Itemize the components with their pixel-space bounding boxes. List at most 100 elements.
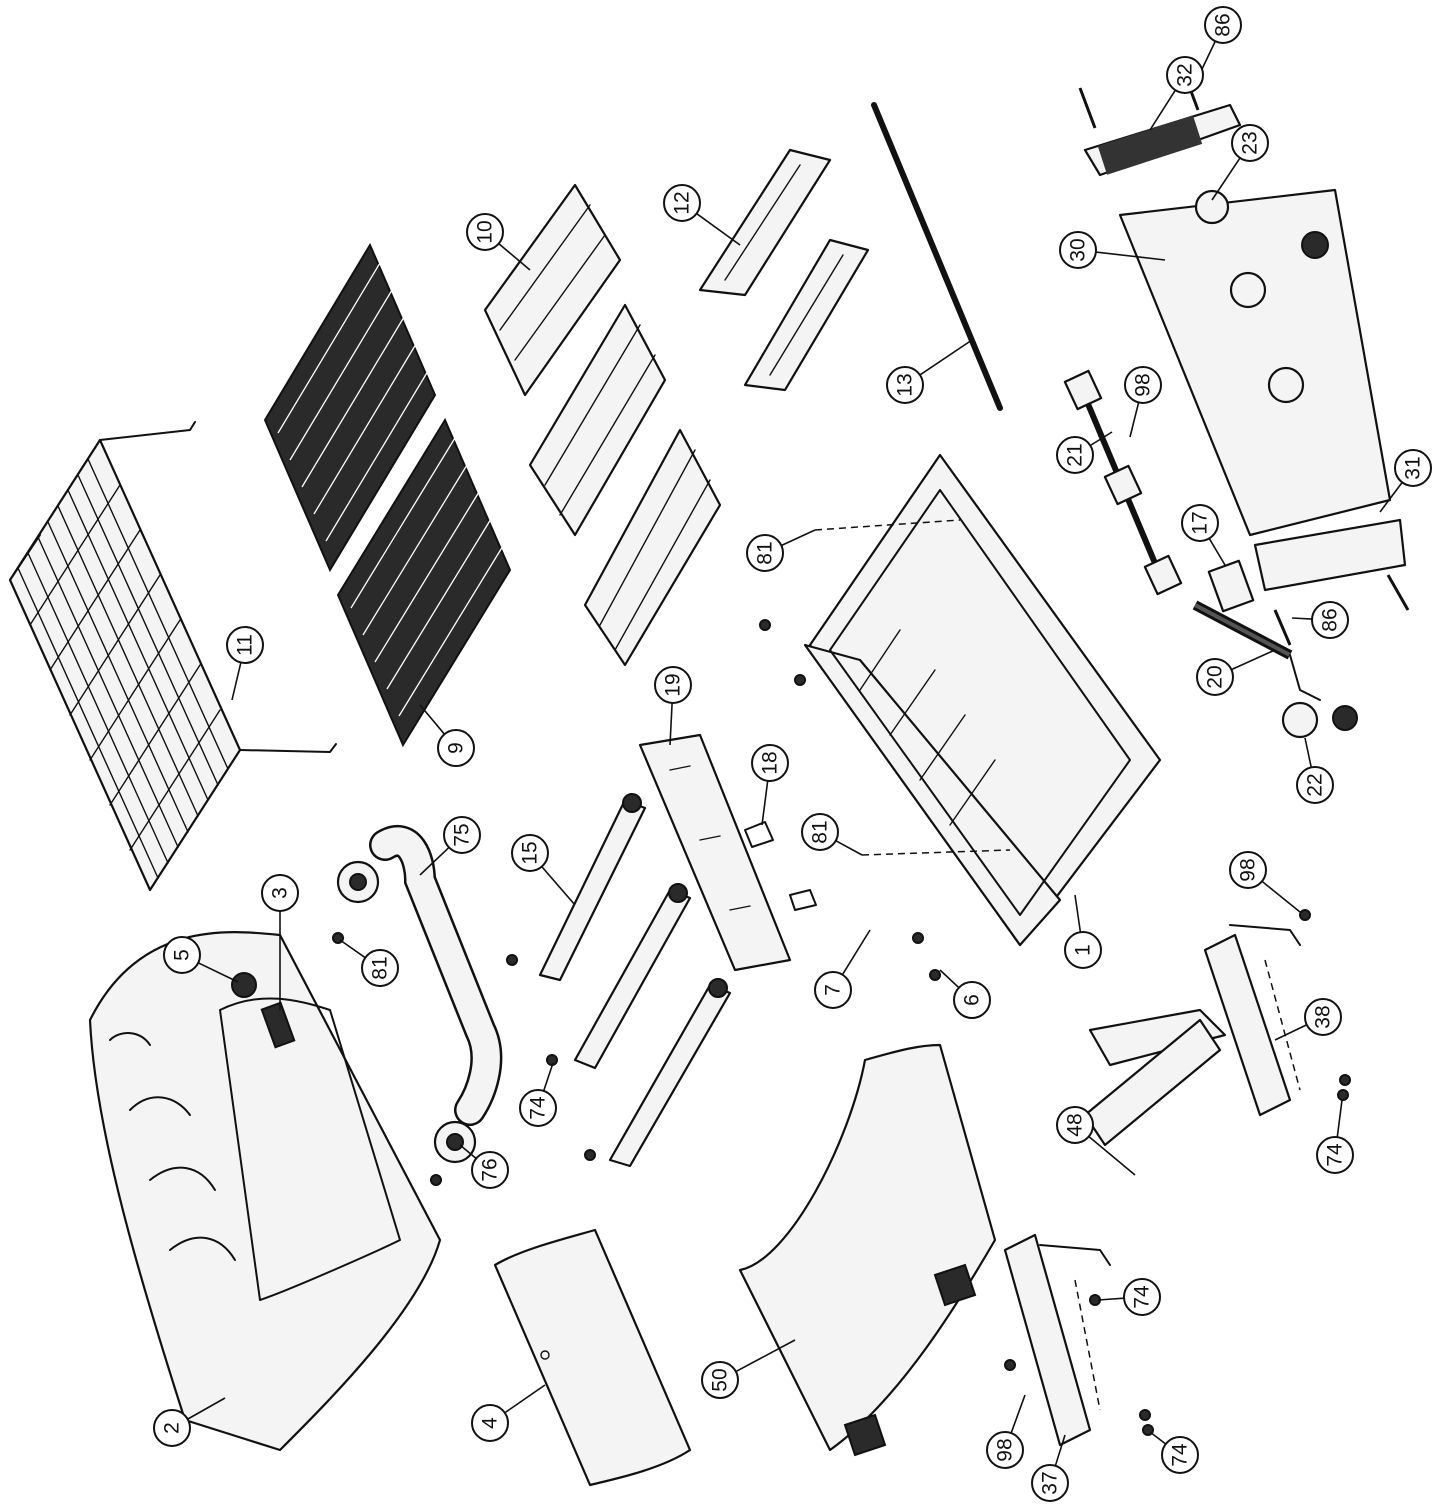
leader-c-12 — [696, 212, 741, 246]
callout-label: 76 — [479, 1158, 502, 1181]
part-end-cap-bottom — [1253, 518, 1407, 592]
leader-c-98-top — [1129, 402, 1140, 438]
callout-circle — [654, 666, 692, 704]
part-valve-manifold — [1063, 369, 1358, 739]
callout-circle — [1231, 124, 1269, 162]
callout-c-86-bottom: 86 — [1311, 601, 1349, 639]
callout-c-21: 21 — [1056, 436, 1094, 474]
callout-circle — [986, 1431, 1024, 1469]
callout-label: 38 — [1312, 1005, 1335, 1028]
callout-c-98-top: 98 — [1124, 366, 1162, 404]
fastener-lines — [814, 519, 1301, 1411]
callout-circle — [1311, 601, 1349, 639]
callout-c-76: 76 — [471, 1151, 509, 1189]
callout-circle — [226, 626, 264, 664]
leader-c-4 — [504, 1384, 546, 1414]
callout-c-30: 30 — [1059, 231, 1097, 269]
callout-label: 2 — [161, 1422, 184, 1434]
callout-label: 32 — [1174, 63, 1197, 86]
part-caps — [336, 860, 477, 1164]
callout-c-7: 7 — [814, 971, 852, 1009]
callout-c-19: 19 — [654, 666, 692, 704]
callout-label: 9 — [445, 742, 468, 754]
leader-c-15 — [541, 866, 576, 906]
leader-c-9 — [419, 704, 446, 735]
part-burner-bracket — [638, 733, 792, 972]
callout-label: 1 — [1072, 944, 1095, 956]
leader-c-37 — [1054, 1434, 1066, 1467]
callout-label: 21 — [1064, 443, 1087, 466]
callout-label: 81 — [754, 541, 777, 564]
callout-c-10: 10 — [466, 213, 504, 251]
leader-c-10 — [498, 243, 531, 271]
callout-label: 48 — [1064, 1113, 1087, 1136]
callout-c-75: 75 — [443, 816, 481, 854]
callout-label: 17 — [1189, 511, 1212, 534]
callout-circle — [801, 813, 839, 851]
callout-label: 18 — [759, 751, 782, 774]
leader-c-75 — [419, 846, 450, 876]
callout-circle — [1296, 766, 1334, 804]
leader-c-76 — [459, 1144, 477, 1160]
callout-circle — [814, 971, 852, 1009]
part-firebox — [803, 453, 1162, 947]
callout-circle — [701, 1361, 739, 1399]
callout-c-81-mid: 81 — [801, 813, 839, 851]
callout-c-98-right: 98 — [1229, 851, 1267, 889]
part-rod — [871, 102, 1003, 411]
part-burners — [538, 793, 732, 1168]
callout-c-74-d: 74 — [1161, 1436, 1199, 1474]
leader-c-17 — [1208, 538, 1226, 566]
callout-label: 75 — [451, 823, 474, 846]
part-warming-rack — [8, 421, 337, 892]
callout-circle — [361, 949, 399, 987]
callout-circle — [1166, 56, 1204, 94]
callout-label: 5 — [171, 949, 194, 961]
part-cart-frame — [1003, 924, 1301, 1447]
part-lid — [88, 931, 442, 1452]
leader-c-48 — [1088, 1135, 1136, 1176]
callout-c-11: 11 — [226, 626, 264, 664]
leader-c-81-top — [781, 529, 816, 547]
callout-c-74-b: 74 — [1316, 1136, 1354, 1174]
leader-c-50 — [735, 1339, 796, 1373]
part-side-shelf-left — [493, 1228, 692, 1487]
leader-c-38 — [1274, 1024, 1308, 1041]
leader-c-2 — [187, 1397, 226, 1420]
callout-c-2: 2 — [153, 1409, 191, 1447]
leader-c-1 — [1074, 894, 1082, 933]
callout-label: 13 — [894, 373, 917, 396]
callout-label: 86 — [1212, 13, 1235, 36]
part-end-cap-top — [1083, 103, 1242, 177]
callout-c-12: 12 — [663, 184, 701, 222]
callout-c-6: 6 — [953, 981, 991, 1019]
part-flame-tamers — [483, 183, 722, 667]
callout-label: 86 — [1319, 608, 1342, 631]
callout-circle — [437, 729, 475, 767]
callout-label: 7 — [822, 984, 845, 996]
leader-c-23 — [1211, 157, 1241, 201]
callout-label: 20 — [1204, 665, 1227, 688]
callout-circle — [953, 981, 991, 1019]
callout-label: 74 — [1324, 1143, 1347, 1167]
callout-label: 22 — [1304, 773, 1327, 796]
leader-c-20 — [1231, 649, 1276, 671]
callout-c-17: 17 — [1181, 504, 1219, 542]
leader-c-22 — [1304, 737, 1313, 768]
leader-c-74-d — [1149, 1431, 1167, 1445]
parts-group — [8, 74, 1410, 1487]
callout-label: 19 — [662, 673, 685, 696]
callout-circle — [1056, 1106, 1094, 1144]
callout-label: 11 — [234, 634, 257, 656]
callout-c-74-c: 74 — [1123, 1278, 1161, 1316]
callout-label: 74 — [1169, 1443, 1192, 1467]
callout-circle — [466, 213, 504, 251]
callout-circle — [1204, 6, 1242, 44]
callout-c-48: 48 — [1056, 1106, 1094, 1144]
callout-label: 23 — [1239, 131, 1262, 154]
callout-circle — [1304, 998, 1342, 1036]
callout-label: 12 — [671, 191, 694, 214]
leader-c-74-b — [1336, 1099, 1343, 1138]
callout-label: 98 — [994, 1438, 1017, 1461]
